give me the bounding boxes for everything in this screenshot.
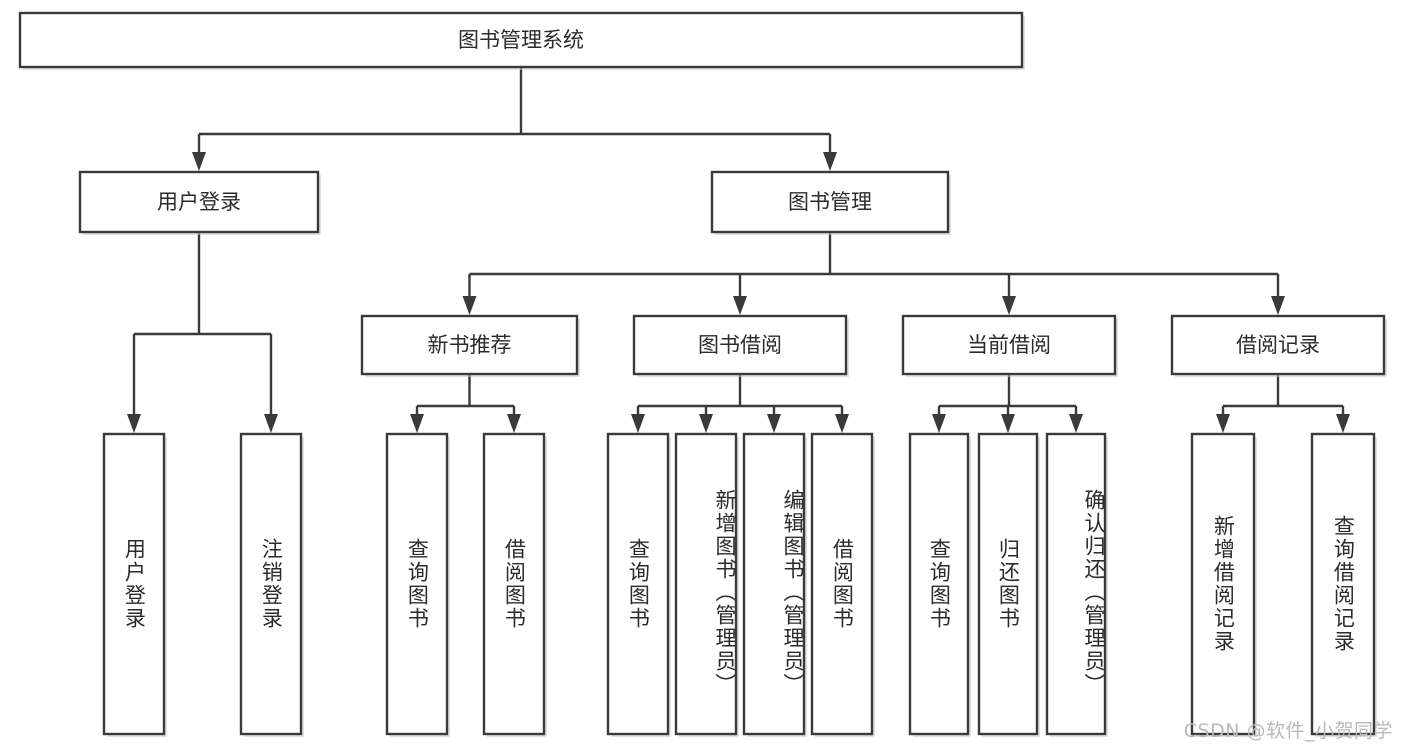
- node-box-leaf-current-3[interactable]: [1045, 432, 1107, 736]
- arrow-head-icon: [192, 152, 206, 171]
- arrow-head-icon: [127, 414, 141, 433]
- connector-layer: [127, 67, 1350, 433]
- arrow-head-icon: [410, 414, 424, 433]
- node-box-leaf-login-1[interactable]: [102, 432, 166, 736]
- watermark-text: CSDN @软件_小贺同学: [1183, 720, 1393, 742]
- node-box-leaf-borrow-4[interactable]: [810, 432, 874, 736]
- node-box-leaf-records-2[interactable]: [1310, 432, 1376, 736]
- node-label-records: 借阅记录: [1236, 333, 1320, 357]
- node-label-newbook: 新书推荐: [428, 333, 512, 357]
- node-box-leaf-current-1[interactable]: [908, 432, 970, 736]
- node-box-leaf-login-2[interactable]: [239, 432, 303, 736]
- node-box-current[interactable]: [901, 314, 1117, 376]
- node-box-login[interactable]: [78, 170, 320, 234]
- node-box-leaf-new-1[interactable]: [385, 432, 449, 736]
- node-box-borrow[interactable]: [632, 314, 848, 376]
- arrow-head-icon: [631, 414, 645, 433]
- node-box-leaf-current-2[interactable]: [977, 432, 1039, 736]
- arrow-head-icon: [462, 296, 477, 315]
- arrow-head-icon: [1002, 296, 1016, 315]
- arrow-head-icon: [835, 414, 849, 433]
- node-label-current: 当前借阅: [967, 333, 1051, 357]
- arrow-head-icon: [932, 414, 946, 433]
- node-box-leaf-borrow-3[interactable]: [742, 432, 806, 736]
- arrow-head-icon: [1216, 414, 1230, 433]
- node-box-bookmgmt[interactable]: [710, 170, 950, 234]
- node-layer: [18, 11, 1387, 737]
- arrow-head-icon: [1001, 414, 1015, 433]
- node-box-leaf-borrow-1[interactable]: [606, 432, 670, 736]
- arrow-head-icon: [264, 414, 278, 433]
- node-box-leaf-borrow-2[interactable]: [674, 432, 738, 736]
- node-label-root: 图书管理系统: [458, 28, 584, 52]
- node-box-records[interactable]: [1170, 314, 1386, 376]
- arrow-head-icon: [1336, 414, 1350, 433]
- node-box-leaf-records-1[interactable]: [1190, 432, 1256, 736]
- arrow-head-icon: [699, 414, 713, 433]
- arrow-head-icon: [1271, 296, 1285, 315]
- node-label-login: 用户登录: [157, 190, 241, 214]
- arrow-head-icon: [1069, 414, 1083, 433]
- arrow-head-icon: [823, 152, 837, 171]
- node-label-bookmgmt: 图书管理: [788, 190, 872, 214]
- node-box-root[interactable]: [18, 11, 1024, 69]
- arrow-head-icon: [733, 296, 747, 315]
- arrow-head-icon: [507, 414, 521, 433]
- node-label-borrow: 图书借阅: [698, 333, 782, 357]
- node-box-leaf-new-2[interactable]: [482, 432, 546, 736]
- arrow-head-icon: [767, 414, 781, 433]
- node-box-newbook[interactable]: [360, 314, 579, 376]
